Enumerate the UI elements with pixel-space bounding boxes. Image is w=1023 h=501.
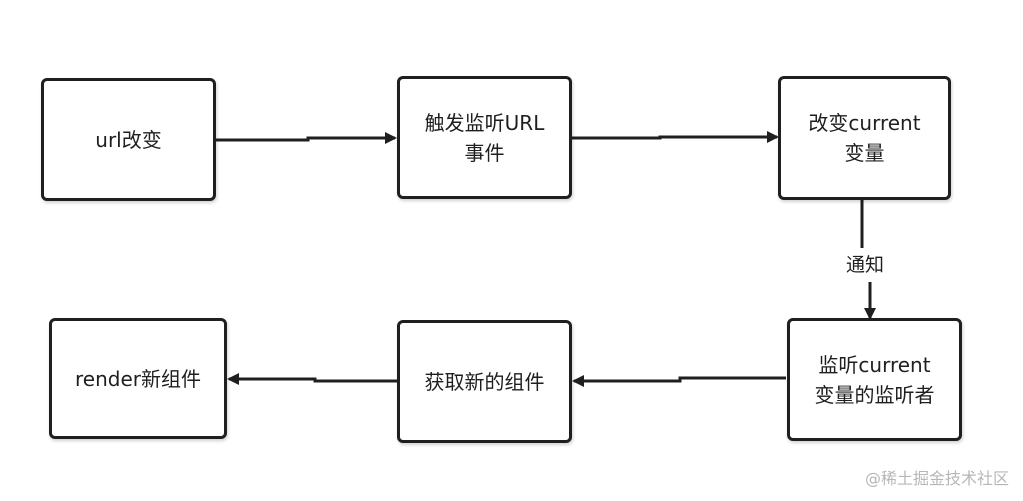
node-get-component: 获取新的组件 <box>397 320 572 443</box>
arrow-current-listener-to-get-component <box>572 375 786 387</box>
node-label-current-listener: 监听current 变量的监听者 <box>814 352 935 407</box>
node-render-component: render新组件 <box>49 318 227 439</box>
node-label-url-change: url改变 <box>95 127 162 152</box>
arrow-url-change-to-trigger-listen-url <box>216 132 397 144</box>
node-label-trigger-listen-url: 触发监听URL 事件 <box>424 110 545 165</box>
node-label-render-component: render新组件 <box>75 366 201 391</box>
node-change-current: 改变current 变量 <box>778 76 951 200</box>
arrow-trigger-listen-url-to-change-current <box>572 131 779 143</box>
node-label-change-current: 改变current 变量 <box>808 111 921 165</box>
node-url-change: url改变 <box>41 78 216 201</box>
node-label-get-component: 获取新的组件 <box>424 369 545 394</box>
arrow-change-current-to-current-listener <box>862 200 870 318</box>
edge-label-notify: 通知 <box>834 248 896 282</box>
arrow-get-component-to-render-component <box>227 373 397 385</box>
watermark-text: @稀土掘金技术社区 <box>864 469 1009 488</box>
node-current-listener: 监听current 变量的监听者 <box>787 318 962 441</box>
node-trigger-listen-url: 触发监听URL 事件 <box>397 76 572 199</box>
